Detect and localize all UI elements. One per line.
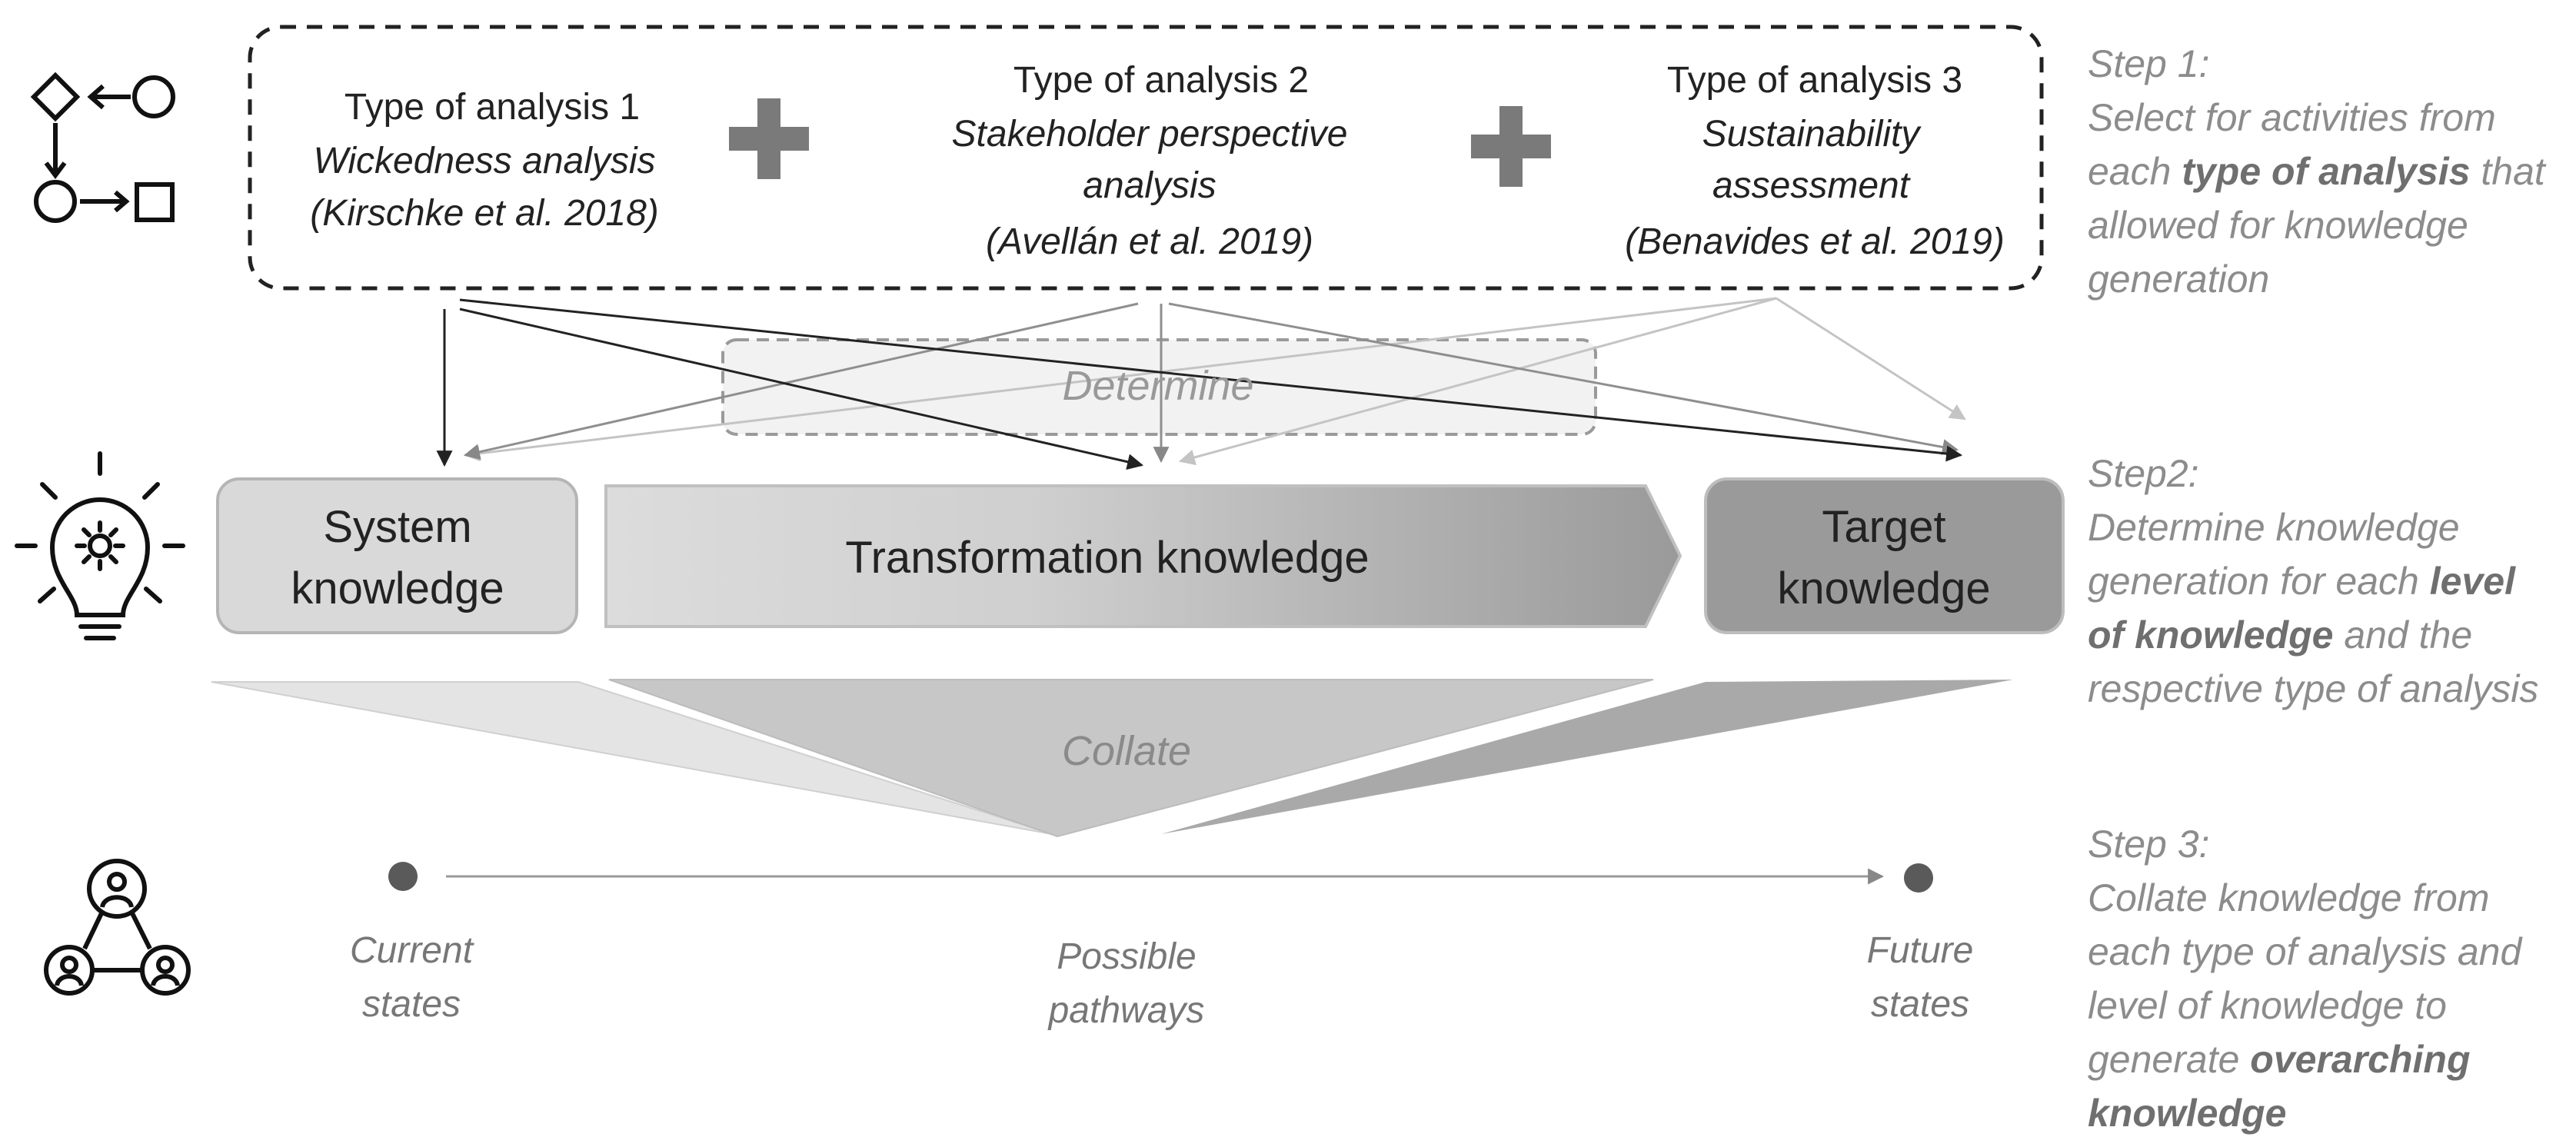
step-emphasis: knowledge — [2088, 1092, 2286, 1135]
arrow — [459, 298, 1963, 462]
analysis-type-1-title: Type of analysis 1 — [344, 87, 640, 128]
current-state-dot — [388, 862, 418, 891]
step-3-line: generate overarching — [2088, 1038, 2471, 1081]
analysis-type-2: Type of analysis 2 Stakeholder perspecti… — [952, 60, 1348, 262]
future-states-line-1: Future — [1867, 930, 1974, 971]
pathway: Current states Possible pathways Future … — [350, 862, 1973, 1031]
steps-group: Step 1: Select for activities from each ty… — [2088, 42, 2547, 1135]
step-text-run: allowed for knowledge — [2088, 204, 2468, 247]
possible-pathways-line-2: pathways — [1047, 990, 1205, 1031]
collate-funnel — [211, 679, 2013, 838]
analysis-type-1-line-1: Wickedness analysis — [313, 141, 655, 181]
funnel-left-wedge — [211, 681, 1053, 835]
analysis-type-1: Type of analysis 1 Wickedness analysis (… — [310, 87, 659, 234]
system-knowledge-line-1: System — [323, 502, 471, 552]
analysis-types-group: Type of analysis 1 Wickedness analysis (… — [248, 25, 2044, 291]
analysis-type-3-line-2: assessment — [1712, 165, 1911, 206]
step-text-run: Step2: — [2088, 452, 2199, 495]
step-text-run: that — [2470, 150, 2546, 193]
step-2-line: Step2: — [2088, 452, 2199, 495]
step-text-run: Step 1: — [2088, 42, 2209, 85]
step-1-line: Step 1: — [2088, 42, 2209, 85]
arrow — [1776, 297, 1966, 421]
current-states-line-1: Current — [350, 930, 474, 971]
plus-icon — [1471, 106, 1551, 187]
step-text-run: Select for activities from — [2088, 96, 2496, 139]
step-3-line: each type of analysis and — [2088, 930, 2523, 973]
step-3-line: Collate knowledge from — [2088, 876, 2490, 919]
determine-label: Determine — [1062, 363, 1253, 409]
analysis-type-3: Type of analysis 3 Sustainability assess… — [1625, 60, 2005, 262]
possible-pathways-line-1: Possible — [1057, 936, 1196, 977]
future-states-line-2: states — [1871, 984, 1969, 1025]
step-emphasis: type of analysis — [2182, 150, 2470, 193]
step-text-run: each type of analysis and — [2088, 930, 2523, 973]
process-flow-icon — [30, 71, 175, 223]
arrow — [463, 302, 1139, 460]
step-text-run: Step 3: — [2088, 823, 2209, 866]
step-1-line: each type of analysis that — [2088, 150, 2547, 193]
step-2-line: Determine knowledge — [2088, 506, 2460, 549]
future-state-dot — [1904, 863, 1933, 893]
step-1-line: generation — [2088, 258, 2269, 301]
step-1-line: allowed for knowledge — [2088, 204, 2468, 247]
arrow — [463, 297, 1777, 462]
step-text-run: generate — [2088, 1038, 2250, 1081]
step-text-run: level of knowledge to — [2088, 984, 2447, 1027]
step-1-text: Step 1: Select for activities from each ty… — [2088, 42, 2547, 301]
knowledge-levels: System knowledge Transformation knowledg… — [216, 477, 2065, 634]
analysis-type-1-line-2: (Kirschke et al. 2018) — [310, 193, 659, 234]
arrow — [459, 308, 1144, 470]
system-knowledge-box — [216, 477, 578, 634]
funnel-center — [608, 679, 1654, 838]
lightbulb-gear-icon — [15, 451, 185, 640]
step-text-run: respective type of analysis — [2088, 667, 2538, 710]
step-1-line: Select for activities from — [2088, 96, 2496, 139]
step-2-line: of knowledge and the — [2088, 613, 2472, 657]
system-knowledge-line-2: knowledge — [291, 564, 504, 613]
step-3-line: Step 3: — [2088, 823, 2209, 866]
analysis-type-2-line-2: analysis — [1083, 165, 1216, 206]
determine-arrows — [436, 297, 1966, 470]
step-2-line: respective type of analysis — [2088, 667, 2538, 710]
analysis-type-3-line-3: (Benavides et al. 2019) — [1625, 221, 2005, 262]
analysis-type-3-line-1: Sustainability — [1702, 114, 1922, 155]
funnel-right-wedge — [1161, 680, 2013, 834]
collate-label: Collate — [1062, 728, 1191, 774]
step-emphasis: overarching — [2250, 1038, 2470, 1081]
step-3-line: knowledge — [2088, 1092, 2286, 1135]
analysis-types-box — [248, 25, 2044, 291]
step-text-run: generation — [2088, 258, 2269, 301]
transformation-knowledge-arrow — [604, 484, 1682, 628]
target-knowledge-line-2: knowledge — [1777, 564, 1990, 613]
step-text-run: Determine knowledge — [2088, 506, 2460, 549]
current-states-line-2: states — [362, 984, 461, 1025]
analysis-type-2-title: Type of analysis 2 — [1013, 60, 1309, 101]
step-text-run: each — [2088, 150, 2182, 193]
arrow — [1168, 302, 1959, 455]
step-3-line: level of knowledge to — [2088, 984, 2447, 1027]
analysis-type-2-line-1: Stakeholder perspective — [952, 114, 1348, 155]
step-2-line: generation for each level — [2088, 560, 2516, 603]
target-knowledge-line-1: Target — [1822, 502, 1945, 552]
analysis-type-2-line-3: (Avellán et al. 2019) — [986, 221, 1313, 262]
transformation-knowledge-label: Transformation knowledge — [845, 533, 1369, 583]
people-network-icon — [44, 859, 191, 996]
analysis-type-3-title: Type of analysis 3 — [1667, 60, 1962, 101]
determine-box — [721, 338, 1597, 436]
step-text-run: generation for each — [2088, 560, 2430, 603]
arrow — [1178, 297, 1777, 466]
plus-icon — [729, 98, 809, 179]
step-emphasis: level — [2430, 560, 2516, 603]
step-text-run: and the — [2333, 613, 2472, 657]
step-text-run: Collate knowledge from — [2088, 876, 2490, 919]
step-3-text: Step 3: Collate knowledge from each type o… — [2088, 823, 2523, 1135]
target-knowledge-box — [1704, 477, 2065, 634]
step-2-text: Step2: Determine knowledge generation for … — [2088, 452, 2538, 710]
step-emphasis: of knowledge — [2088, 613, 2333, 657]
